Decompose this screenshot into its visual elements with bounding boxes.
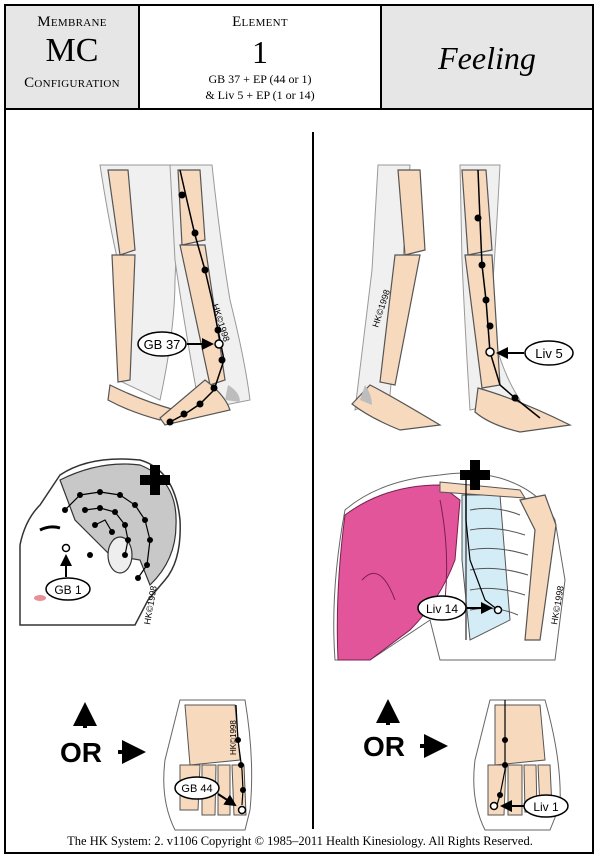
left-foot-illustration: HK©1998 [163, 699, 253, 831]
membrane-panel: Membrane MC Configuration [4, 4, 140, 110]
right-leg-illustration: HK©1998 [351, 164, 572, 433]
or-label-right: OR [363, 731, 405, 762]
feeling-title: Feeling [438, 40, 536, 76]
gb37-label: GB 37 [144, 337, 181, 352]
left-leg-illustration [99, 164, 251, 426]
liv5-callout: Liv 5 [496, 340, 574, 366]
element-label: Element [232, 14, 288, 30]
copyright-mark-5: HK©1998 [229, 720, 238, 755]
or-indicator-left: OR [60, 702, 146, 768]
membrane-label: Membrane [37, 14, 107, 30]
plus-icon [140, 465, 170, 495]
head-illustration: HK©1998 [19, 458, 181, 626]
gb44-label: GB 44 [181, 783, 212, 795]
gb1-label: GB 1 [54, 583, 82, 597]
torso-illustration: HK©1998 [333, 460, 566, 661]
liv14-label: Liv 14 [426, 602, 458, 616]
or-label-left: OR [60, 737, 102, 768]
element-points-line2: & Liv 5 + EP (1 or 14) [205, 88, 315, 102]
liv14-callout: Liv 14 [417, 595, 493, 621]
center-divider [312, 132, 314, 829]
copyright-footer: The HK System: 2. v1106 Copyright © 1985… [67, 834, 533, 848]
configuration-label: Configuration [24, 75, 120, 91]
plus-icon-2 [460, 460, 490, 490]
element-points-line1: GB 37 + EP (44 or 1) [208, 72, 312, 86]
liv1-label: Liv 1 [533, 800, 559, 814]
element-panel: Element 1 GB 37 + EP (44 or 1) & Liv 5 +… [140, 4, 382, 110]
liv1-callout: Liv 1 [500, 794, 569, 818]
feeling-panel: Feeling [382, 4, 594, 110]
membrane-code: MC [45, 32, 99, 69]
or-indicator-right: OR [363, 699, 448, 762]
liv5-label: Liv 5 [535, 346, 562, 361]
gb1-callout: GB 1 [45, 554, 91, 601]
gb44-callout: GB 44 [174, 776, 237, 807]
element-number: 1 [252, 34, 268, 70]
